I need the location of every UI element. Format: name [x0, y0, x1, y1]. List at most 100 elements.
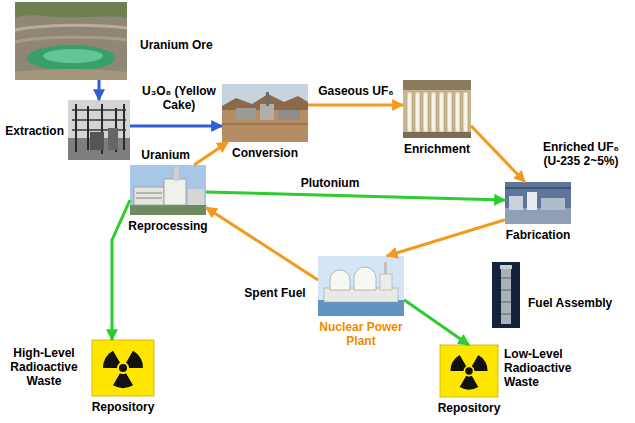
- power-plant-photo-part: [318, 256, 404, 316]
- reprocessing-photo-part: [174, 167, 179, 181]
- flow-arrow: [206, 208, 318, 281]
- power-plant-photo-part: [384, 262, 387, 274]
- flow-label: Plutonium: [290, 176, 370, 190]
- enrichment-photo-part: [439, 92, 444, 132]
- power-plant-photo: [318, 256, 404, 316]
- extraction-photo-part: [68, 100, 130, 160]
- fabrication-photo-part: [505, 208, 571, 224]
- fabrication-photo: [505, 182, 571, 224]
- reprocessing-photo-part: [134, 187, 164, 205]
- flow-label: Spent Fuel: [238, 286, 312, 300]
- reprocessing-photo-part: [164, 179, 186, 205]
- radiation-symbol-part: [101, 349, 146, 388]
- conversion-photo-part: [222, 84, 308, 142]
- extraction-photo-part: [90, 132, 104, 150]
- flow-arrow: [130, 125, 222, 128]
- enrichment-photo-part: [463, 92, 468, 132]
- reprocessing-photo: [130, 165, 206, 215]
- power-plant-photo-part: [330, 270, 350, 290]
- extraction-photo-part: [76, 104, 124, 154]
- fabrication-photo-part: [505, 182, 571, 224]
- station-label: High-Level Radioactive Waste: [4, 346, 84, 388]
- ore-photo-part: [15, 25, 127, 30]
- station-label: Enrichment: [387, 142, 487, 156]
- flow-arrow: [206, 192, 505, 200]
- conversion-station: Conversion: [222, 84, 308, 142]
- radiation-symbol-part-part: [469, 354, 490, 377]
- radiation-symbol-part: [448, 354, 490, 390]
- station-label: Nuclear Power Plant: [316, 320, 406, 348]
- radiation-symbol-part-part: [448, 354, 469, 377]
- extraction-photo-part: [72, 110, 126, 130]
- fuel-assembly-photo-part: [501, 278, 511, 314]
- station-label: Fabrication: [493, 228, 583, 242]
- radiation-symbol-part-part: [122, 349, 145, 374]
- conversion-photo-part: [278, 110, 300, 120]
- station-sublabel: Repository: [424, 401, 514, 415]
- enrichment-photo-part: [403, 132, 471, 138]
- conversion-photo: [222, 84, 308, 142]
- waste-repository: Low-Level Radioactive WasteRepository: [440, 345, 498, 397]
- enrichment-photo-part: [423, 92, 428, 132]
- flow-arrow: [98, 80, 101, 100]
- radiation-symbol-part-part: [465, 367, 472, 374]
- conversion-photo-part: [260, 104, 274, 120]
- station-label: Conversion: [210, 146, 320, 160]
- station-label: Extraction: [2, 124, 64, 138]
- ore-photo-part: [15, 2, 127, 80]
- fuel-assembly-photo-part: [492, 262, 520, 328]
- radiation-symbol-part: [440, 345, 498, 397]
- ore-photo: [15, 2, 127, 80]
- conversion-photo-part: [222, 123, 308, 125]
- fabrication-photo-part: [509, 196, 523, 210]
- power-plant-station: Nuclear Power Plant: [318, 256, 404, 316]
- flow-label: Uranium: [134, 148, 190, 162]
- power-plant-photo-part: [318, 300, 404, 316]
- enrichment-photo-part: [447, 92, 452, 132]
- enrichment-photo-part: [455, 92, 460, 132]
- station-sublabel: Repository: [78, 400, 168, 414]
- fuel-assembly-photo-part: [500, 265, 512, 269]
- fabrication-photo-part: [505, 187, 571, 189]
- fabrication-photo-part: [527, 192, 537, 210]
- radiation-symbol-part: [92, 340, 154, 396]
- reprocessing-photo-part: [130, 205, 206, 215]
- flow-arrow: [308, 104, 403, 107]
- ore-photo-part: [15, 2, 127, 18]
- station-label: Reprocessing: [118, 219, 218, 233]
- radiation-symbol-part-part: [119, 364, 127, 372]
- radiation-symbol: [92, 340, 154, 396]
- enrichment-photo-part: [403, 80, 471, 138]
- station-label: Low-Level Radioactive Waste: [504, 347, 584, 389]
- enrichment-photo-part: [407, 92, 412, 132]
- reprocessing-photo-part: [136, 193, 162, 198]
- flow-label: U₃O₈ (Yellow Cake): [136, 84, 222, 112]
- fuel-assembly: Fuel Assembly: [492, 262, 520, 328]
- flow-label: Gaseous UF₆: [312, 84, 400, 98]
- fuel-assembly-photo: [492, 262, 520, 328]
- station-label: Uranium Ore: [140, 38, 232, 52]
- fabrication-photo-part: [541, 198, 565, 210]
- ore-photo-part: [15, 37, 127, 42]
- flow-arrow: [471, 126, 525, 182]
- flow-arrow: [112, 200, 130, 340]
- flow-arrow: [404, 300, 469, 345]
- ore-photo-part: [15, 69, 127, 80]
- power-plant-photo-part: [380, 274, 392, 290]
- enrichment-station: Enrichment: [403, 80, 471, 138]
- radiation-symbol-part-part: [113, 373, 133, 388]
- station-label: Fuel Assembly: [528, 296, 620, 310]
- flow-arrow: [387, 220, 505, 256]
- fuel-assembly-photo-part: [501, 268, 511, 324]
- waste-repository: High-Level Radioactive WasteRepository: [92, 340, 154, 396]
- extraction-station: Extraction: [68, 100, 130, 160]
- flow-label: Enriched UF₆ (U-235 2~5%): [533, 140, 629, 168]
- reprocessing-photo-part: [130, 165, 206, 215]
- fabrication-station: Fabrication: [505, 182, 571, 224]
- flow-arrow: [194, 142, 228, 165]
- ore-photo-part: [27, 45, 115, 71]
- enrichment-photo-part: [431, 92, 436, 132]
- ore-photo-part: [43, 49, 103, 63]
- extraction-photo: [68, 100, 130, 160]
